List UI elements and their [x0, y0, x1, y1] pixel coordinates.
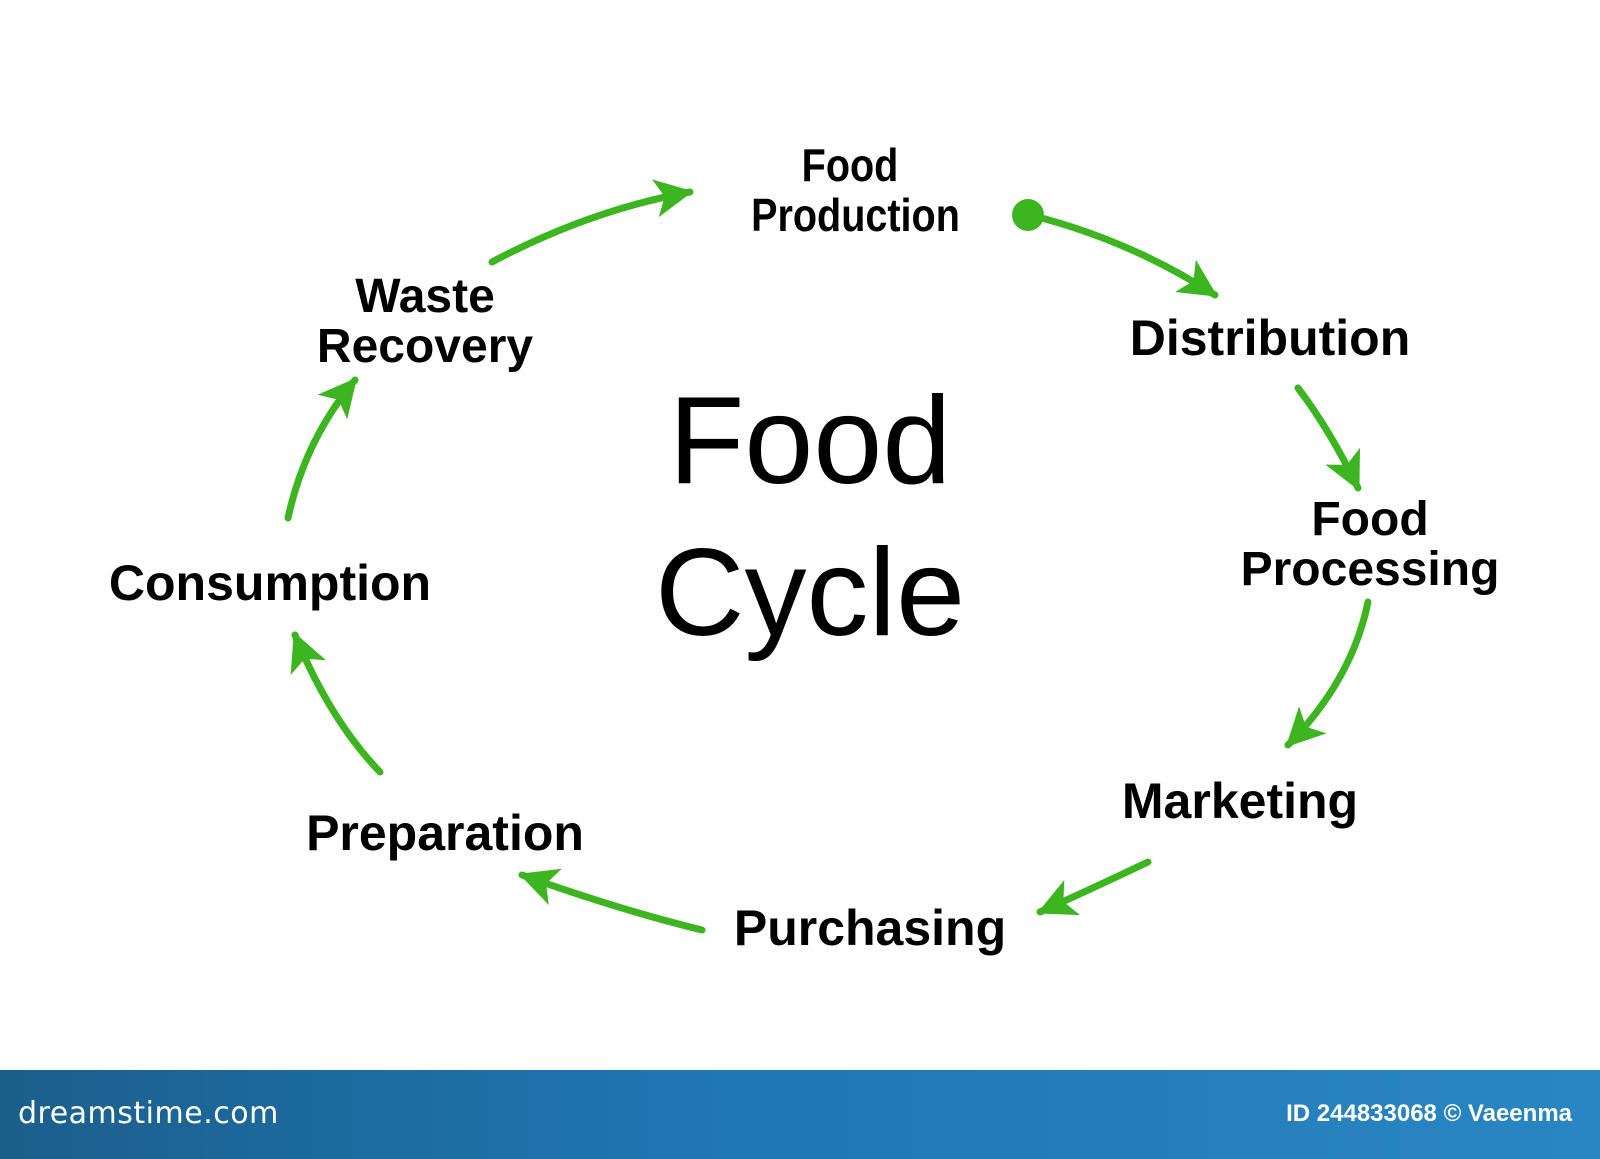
arrow-preparation-to-consumption	[290, 631, 384, 776]
stage-label-line: Marketing	[1121, 773, 1359, 829]
stage-marketing: Marketing	[1105, 773, 1375, 829]
stage-preparation: Preparation	[290, 805, 600, 861]
stage-food-processing: Food Processing	[1220, 495, 1520, 595]
arrow-production-to-distribution	[1026, 211, 1219, 299]
watermark-footer: dreamstime.com ID 244833068 © Vaeenma	[0, 1070, 1600, 1159]
footer-brand-logo[interactable]: dreamstime.com	[18, 1096, 279, 1131]
stage-label-line: Recovery	[316, 320, 534, 373]
diagram-title: Food Cycle	[560, 365, 1060, 669]
stage-purchasing: Purchasing	[720, 900, 1020, 956]
stage-distribution: Distribution	[1120, 310, 1420, 366]
stage-label-line: Processing	[1240, 543, 1500, 596]
stage-label-line: Preparation	[306, 805, 584, 861]
arrow-purchasing-to-preparation	[518, 868, 706, 934]
cycle-start-dot	[1012, 199, 1044, 231]
arrow-marketing-to-purchasing	[1036, 858, 1152, 916]
footer-image-credit: ID 244833068 © Vaeenma	[1286, 1100, 1572, 1127]
stage-label-line: Waste	[355, 270, 495, 323]
arrow-processing-to-marketing	[1284, 598, 1372, 749]
stage-food-production: Food Production	[751, 139, 960, 241]
stage-label-line: Purchasing	[733, 900, 1007, 956]
arrow-consumption-to-waste	[284, 376, 359, 522]
stage-consumption: Consumption	[100, 555, 440, 611]
stage-label-line: Consumption	[108, 555, 432, 611]
stage-label-line: Food	[1311, 493, 1429, 546]
stage-label-line: Distribution	[1129, 310, 1411, 366]
title-line-1: Food	[668, 372, 952, 510]
stage-label-line: Food	[801, 139, 899, 191]
title-line-2: Cycle	[654, 524, 966, 662]
arrow-waste-to-production	[488, 179, 694, 266]
arrow-distribution-to-processing	[1294, 384, 1362, 492]
stage-waste-recovery: Waste Recovery	[295, 272, 555, 372]
cycle-arrows	[284, 179, 1372, 934]
stage-label-line: Production	[751, 189, 960, 241]
